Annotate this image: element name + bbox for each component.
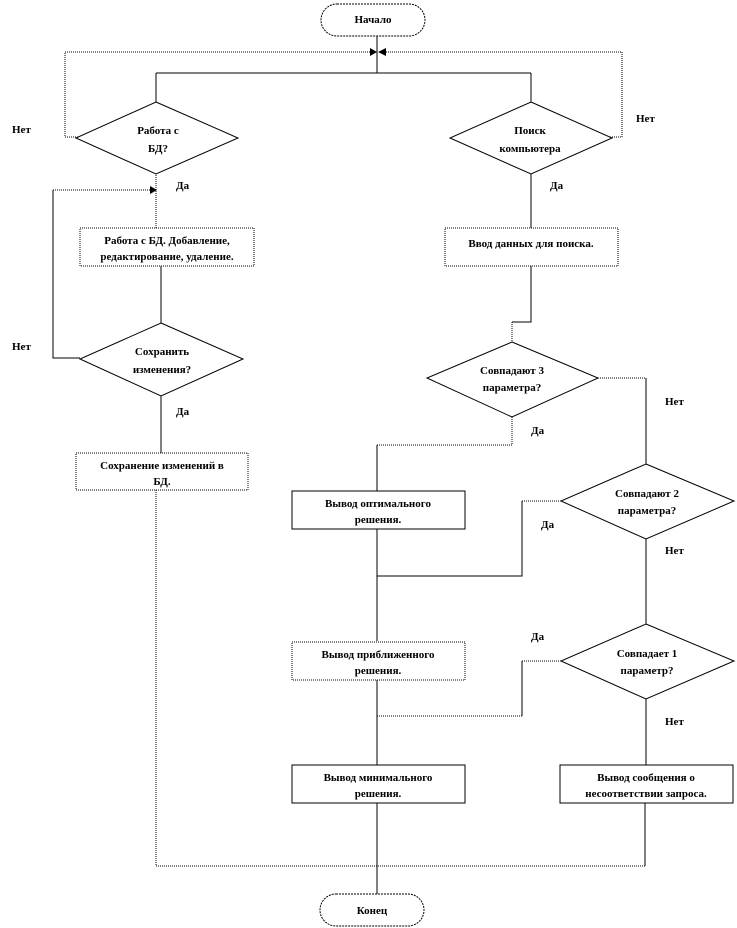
- decision-work-db: Работа с БД?: [74, 101, 240, 175]
- connector-match2-yes-merge: [377, 501, 523, 577]
- end-label: Конец: [357, 905, 388, 917]
- label-no-search: Нет: [636, 113, 655, 125]
- decision-text-line: БД?: [148, 143, 168, 155]
- label-no-match1: Нет: [665, 716, 684, 728]
- arrow-icon: [370, 48, 377, 56]
- label-yes-match2: Да: [541, 519, 555, 531]
- process-shape: [79, 227, 255, 267]
- process-text-line: Работа с БД. Добавление,: [104, 235, 230, 247]
- label-no-match2: Нет: [665, 545, 684, 557]
- decision-text-line: параметр?: [621, 665, 674, 677]
- process-text-line: Вывод оптимального: [325, 498, 431, 510]
- process-text-line: Вывод приближенного: [322, 649, 435, 661]
- process-text-line: несоответствии запроса.: [585, 788, 707, 800]
- decision-match1: Совпадает 1 параметр?: [559, 623, 736, 700]
- process-text-line: Вывод сообщения о: [597, 772, 695, 784]
- process-text-line: решения.: [355, 788, 402, 800]
- process-db-edit: Работа с БД. Добавление, редактирование,…: [79, 227, 255, 267]
- decision-text-line: изменения?: [133, 364, 191, 376]
- process-optimal: Вывод оптимального решения.: [291, 490, 466, 530]
- decision-shape: [448, 101, 614, 175]
- process-text-line: Вывод минимального: [324, 772, 433, 784]
- decision-shape: [78, 322, 245, 397]
- loop-save-no: [52, 190, 80, 359]
- connector-match3-yes: [377, 417, 513, 446]
- process-shape: [559, 764, 734, 804]
- decision-shape: [425, 341, 600, 418]
- label-yes-save: Да: [176, 406, 190, 418]
- arrow-icon: [378, 48, 386, 56]
- connector-input-match3: [512, 266, 532, 323]
- process-text-line: решения.: [355, 665, 402, 677]
- label-yes-match1: Да: [531, 631, 545, 643]
- decision-text-line: Сохранить: [135, 346, 189, 358]
- decision-shape: [559, 623, 736, 700]
- process-shape: [291, 641, 466, 681]
- process-minimal: Вывод минимального решения.: [291, 764, 466, 804]
- decision-text-line: компьютера: [499, 143, 561, 155]
- process-shape: [291, 490, 466, 530]
- loop-workdb-no: [64, 51, 372, 138]
- decision-text-line: параметра?: [618, 505, 677, 517]
- start-label: Начало: [354, 14, 392, 26]
- label-no-save: Нет: [12, 341, 31, 353]
- process-no-match: Вывод сообщения о несоответствии запроса…: [559, 764, 734, 804]
- connectors: [52, 35, 647, 895]
- process-text-line: Ввод данных для поиска.: [468, 238, 593, 250]
- loop-search-no: [383, 51, 623, 138]
- process-text-line: редактирование, удаление.: [100, 251, 233, 263]
- process-input-search: Ввод данных для поиска.: [444, 227, 619, 267]
- process-shape: [75, 452, 249, 491]
- decision-text-line: Работа с: [137, 125, 179, 137]
- terminator-start: Начало: [320, 3, 426, 37]
- decision-text-line: Поиск: [514, 125, 546, 137]
- decision-save-changes: Сохранить изменения?: [78, 322, 245, 397]
- decision-match3: Совпадают 3 параметра?: [425, 341, 600, 418]
- decision-shape: [559, 463, 736, 540]
- arrow-icon: [150, 186, 157, 194]
- label-no-workdb: Нет: [12, 124, 31, 136]
- label-no-match3: Нет: [665, 396, 684, 408]
- process-shape: [444, 227, 619, 267]
- process-text-line: решения.: [355, 514, 402, 526]
- end-shape: [319, 893, 425, 927]
- decision-text-line: Совпадают 3: [480, 365, 544, 377]
- decision-text-line: Совпадает 1: [617, 648, 678, 660]
- process-shape: [291, 764, 466, 804]
- branch-labels: Нет Да Нет Да Нет Да Нет Да Да Нет Да Не…: [12, 113, 684, 728]
- decision-text-line: Совпадают 2: [615, 488, 679, 500]
- process-approx: Вывод приближенного решения.: [291, 641, 466, 681]
- label-yes-search: Да: [550, 180, 564, 192]
- label-yes-match3: Да: [531, 425, 545, 437]
- process-text-line: Сохранение изменений в: [100, 460, 224, 472]
- decision-text-line: параметра?: [483, 382, 542, 394]
- process-text-line: БД.: [153, 476, 170, 488]
- start-shape: [320, 3, 426, 37]
- terminator-end: Конец: [319, 893, 425, 927]
- decision-shape: [74, 101, 240, 175]
- decision-search-pc: Поиск компьютера: [448, 101, 614, 175]
- label-yes-workdb: Да: [176, 180, 190, 192]
- process-save-db: Сохранение изменений в БД.: [75, 452, 249, 491]
- decision-match2: Совпадают 2 параметра?: [559, 463, 736, 540]
